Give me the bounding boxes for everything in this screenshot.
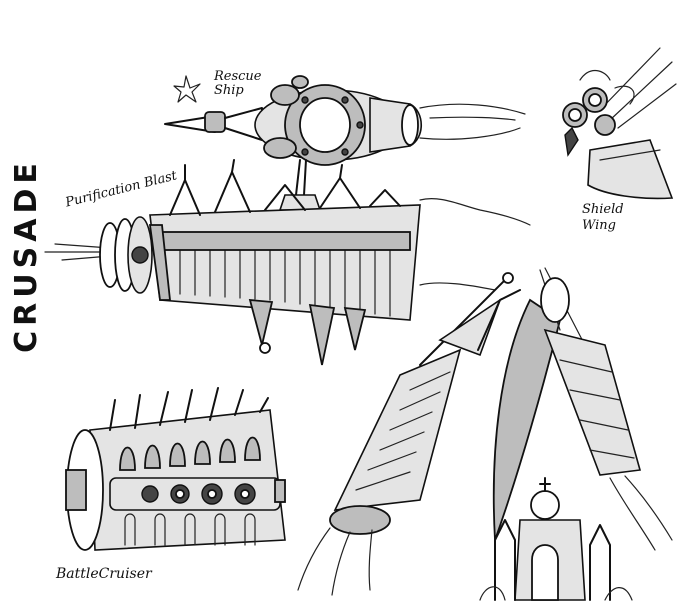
star-icon: [173, 75, 201, 103]
purification-cruiser-drawing: [44, 159, 531, 366]
spire-ship-drawing: [297, 272, 521, 596]
label-rescue-ship: Rescue Ship: [214, 69, 262, 98]
label-battle-cruiser: BattleCruiser: [56, 566, 152, 582]
shield-wing-drawing: [562, 47, 677, 200]
sail-tower-drawing: [492, 267, 673, 551]
cathedral-drawing: [479, 477, 633, 601]
title-crusade: CRUSADE: [6, 150, 46, 360]
label-shield-wing: Shield Wing: [582, 202, 624, 233]
title-text: CRUSADE: [8, 157, 44, 353]
battle-cruiser-drawing: [65, 387, 286, 551]
rescue-ship-drawing: [164, 75, 526, 211]
